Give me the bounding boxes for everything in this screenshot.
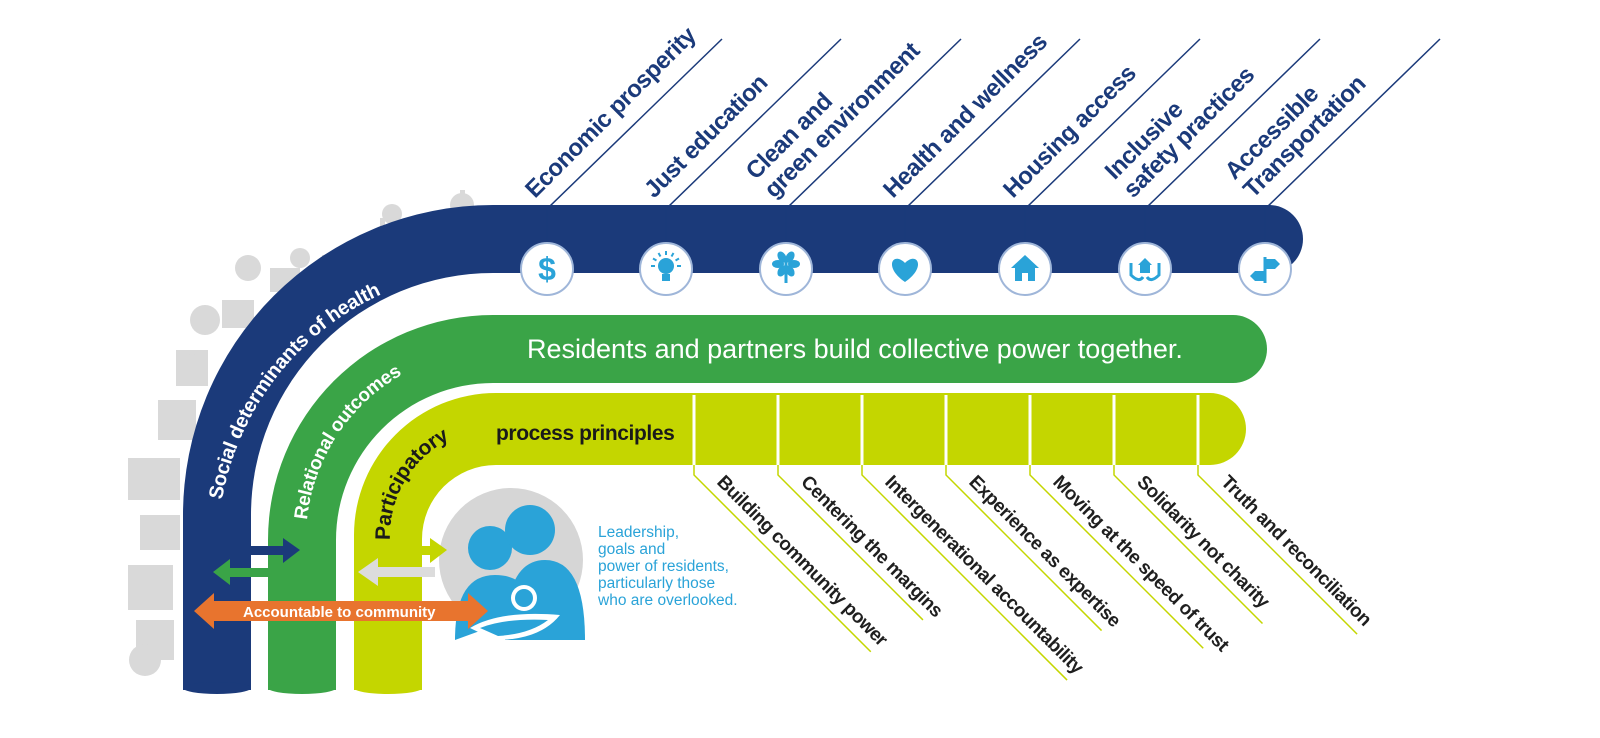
heart-icon — [891, 258, 919, 282]
sdh-icon-circle — [520, 242, 574, 296]
principle-label: Truth and reconciliation — [1216, 472, 1375, 631]
dollar-icon: $ — [538, 251, 556, 287]
relational-outcomes-band — [268, 315, 1267, 690]
house-icon — [1011, 255, 1039, 281]
principle-leader-line — [1029, 465, 1204, 649]
sdh-leader-line — [785, 38, 962, 243]
lightbulb-icon — [651, 251, 681, 281]
principle-leader-line — [777, 465, 924, 621]
principle-leader-line — [861, 465, 1068, 681]
family-icon — [439, 488, 585, 640]
navy-arrow — [243, 538, 300, 563]
principle-leader-line — [1197, 465, 1358, 635]
principle-leader-line — [1113, 465, 1264, 625]
grey-arrow — [358, 558, 435, 586]
relational-outcomes-statement: Residents and partners build collective … — [527, 334, 1183, 364]
principle-dividers — [692, 395, 1200, 465]
principle-item: Solidarity not charity — [1113, 465, 1274, 625]
signpost-icon — [1250, 257, 1280, 283]
principle-leader-line — [693, 465, 872, 653]
sdh-leader-line — [546, 38, 723, 243]
participatory-principles-band — [354, 393, 1246, 690]
city-skyline-illustration — [128, 190, 474, 676]
participatory-principles-label: process principles — [496, 422, 674, 445]
sdh-leader-line — [1264, 38, 1441, 243]
sdh-label: Just education — [639, 69, 773, 203]
principle-label: Experience as expertise — [964, 472, 1124, 632]
hands-house-icon — [1129, 258, 1161, 282]
svg-text:$: $ — [538, 251, 556, 287]
social-determinants-band — [183, 205, 1303, 690]
sdh-leader-line — [665, 38, 842, 243]
accountable-arrow — [194, 593, 488, 629]
green-arrow — [213, 559, 268, 585]
accountable-label: Accountable to community — [243, 604, 436, 621]
tree-icon — [772, 251, 800, 283]
sdh-leader-line — [1024, 38, 1201, 243]
sdh-leader-line — [1144, 38, 1321, 243]
principle-item: Centering the margins — [777, 465, 946, 622]
sdh-leader-line — [904, 38, 1081, 243]
lime-arrow — [380, 538, 447, 563]
principle-label: Moving at the speed of trust — [1048, 472, 1233, 657]
principle-leader-line — [945, 465, 1103, 632]
